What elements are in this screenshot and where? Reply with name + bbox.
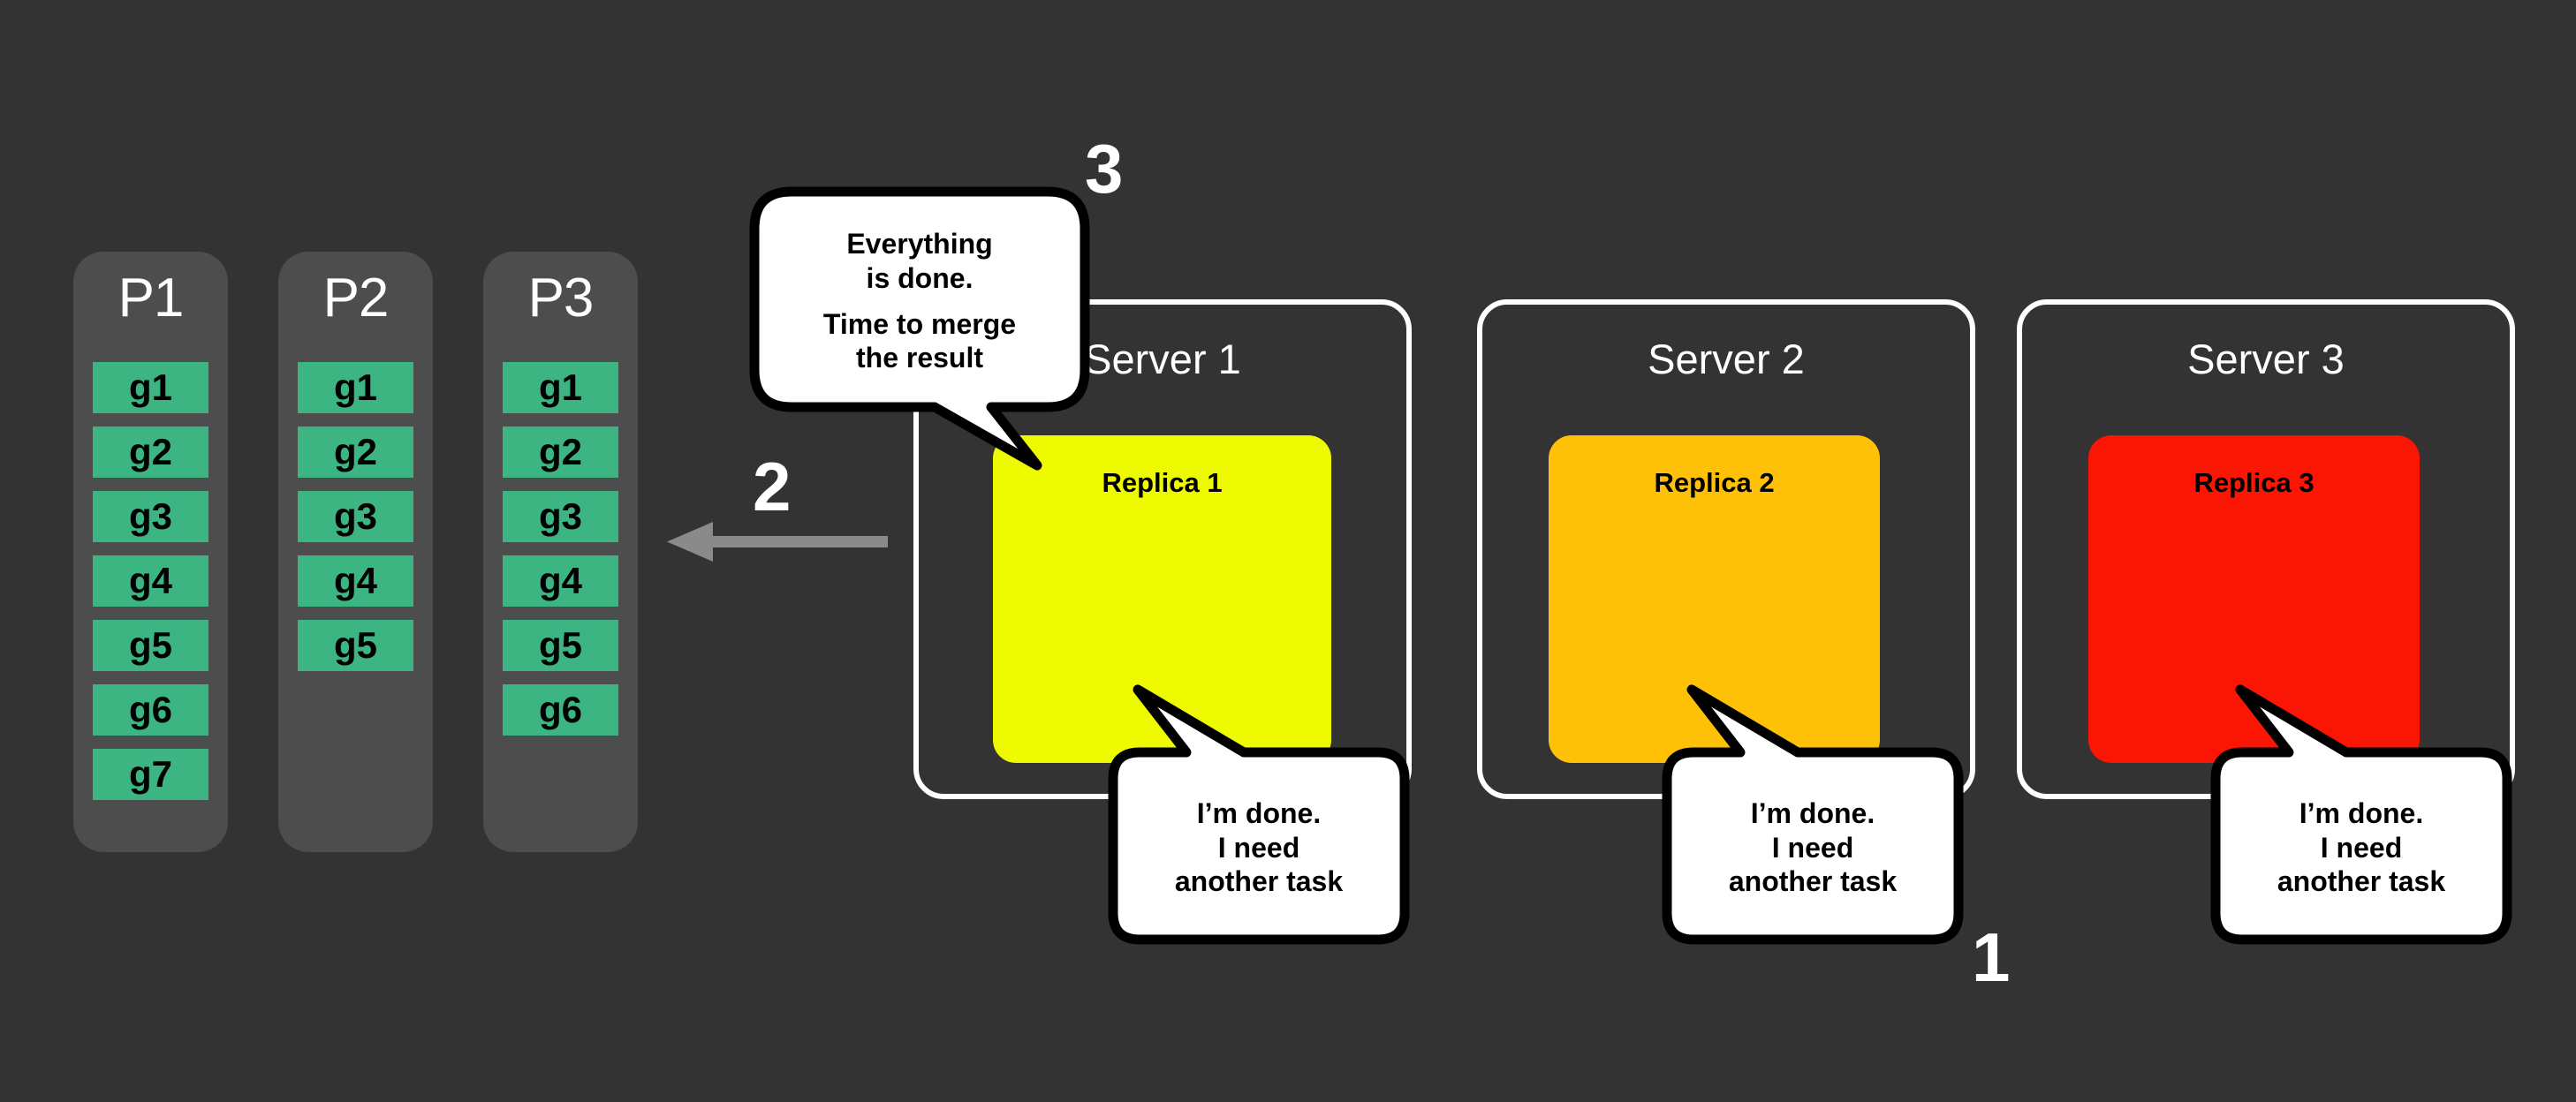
- partition-p3: P3 g1 g2 g3 g4 g5 g6: [483, 252, 638, 852]
- task-block: g3: [93, 491, 208, 542]
- task-block: g7: [93, 749, 208, 800]
- done-speech-bubble-2: I’m done. I need another task: [1662, 684, 1964, 945]
- task-block: g6: [93, 684, 208, 736]
- task-block: g5: [93, 620, 208, 671]
- fetch-next-task-arrow: [667, 519, 888, 565]
- task-block: g2: [503, 426, 618, 478]
- task-block: g4: [298, 555, 413, 607]
- task-block: g1: [93, 362, 208, 413]
- step-number-1: 1: [1972, 918, 2011, 996]
- task-block: g4: [93, 555, 208, 607]
- done-speech-bubble-3: I’m done. I need another task: [2210, 684, 2512, 945]
- task-block: g1: [503, 362, 618, 413]
- replica-3-label: Replica 3: [2193, 467, 2315, 498]
- partition-p1: P1 g1 g2 g3 g4 g5 g6 g7: [73, 252, 228, 852]
- task-block: g3: [298, 491, 413, 542]
- step-number-2: 2: [753, 448, 792, 525]
- partition-p2: P2 g1 g2 g3 g4 g5: [278, 252, 433, 852]
- task-block: g2: [93, 426, 208, 478]
- partition-p1-blocks: g1 g2 g3 g4 g5 g6 g7: [93, 362, 208, 813]
- partition-p2-blocks: g1 g2 g3 g4 g5: [298, 362, 413, 684]
- replica-1-label: Replica 1: [1102, 467, 1223, 498]
- partition-p2-label: P2: [322, 268, 390, 328]
- partition-p3-label: P3: [527, 268, 595, 328]
- partition-p3-blocks: g1 g2 g3 g4 g5 g6: [503, 362, 618, 749]
- task-block: g5: [503, 620, 618, 671]
- step-number-3: 3: [1085, 130, 1124, 208]
- task-block: g1: [298, 362, 413, 413]
- task-block: g6: [503, 684, 618, 736]
- done-speech-bubble-1: I’m done. I need another task: [1108, 684, 1410, 945]
- task-block: g5: [298, 620, 413, 671]
- server-2-label: Server 2: [1648, 336, 1805, 382]
- server-1-label: Server 1: [1084, 336, 1241, 382]
- replica-2-label: Replica 2: [1654, 467, 1775, 498]
- task-block: g3: [503, 491, 618, 542]
- partition-p1-label: P1: [117, 268, 185, 328]
- server-3-label: Server 3: [2187, 336, 2345, 382]
- task-block: g2: [298, 426, 413, 478]
- task-block: g4: [503, 555, 618, 607]
- merge-result-speech-bubble: Everything is done. Time to merge the re…: [749, 186, 1090, 472]
